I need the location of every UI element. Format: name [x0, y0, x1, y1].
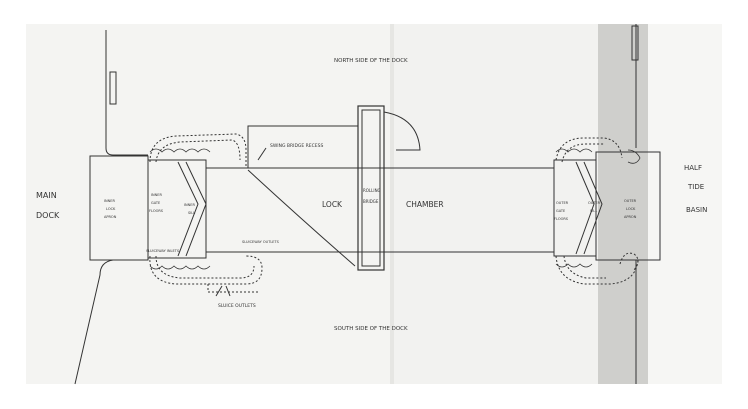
inner-gate-floors-label-2: GATE [151, 201, 160, 205]
outer-lock-apron-label-1: OUTER [624, 199, 637, 203]
outer-lock-apron-label-3: APRON [624, 215, 637, 219]
culvert-hatching [149, 148, 641, 270]
outer-sill-gate [575, 161, 595, 255]
paper-sheet [26, 24, 722, 384]
inner-lock-apron-label-1: INNER [104, 199, 115, 203]
inner-gate-floors-label-3: FLOORS [149, 209, 164, 213]
rolling-bridge-label-1: ROLLING [363, 188, 381, 193]
outer-sill-gate-2 [583, 161, 603, 255]
half-tide-label-1: HALF [684, 164, 702, 172]
sluice-outlets-leader [215, 285, 231, 297]
paper-fold [390, 24, 394, 384]
rolling-bridge-inner [361, 109, 381, 267]
outer-lock-apron-label-2: LOCK [626, 207, 636, 211]
north-side-label: NORTH SIDE OF THE DOCK [334, 58, 408, 64]
inner-lock-apron-label-3: APRON [104, 215, 117, 219]
paper-shadow-band [598, 24, 648, 384]
sluiceway-outlets-label: SLUICEWAY OUTLETS [242, 240, 280, 244]
swing-bridge-arc [247, 169, 356, 267]
south-side-label: SOUTH SIDE OF THE DOCK [334, 326, 408, 332]
inner-sill-gate [177, 161, 199, 257]
half-tide-label-2: TIDE [687, 183, 704, 191]
half-tide-ladder [631, 25, 639, 61]
main-dock-label-1: MAIN [36, 191, 57, 200]
swing-recess-leader [257, 147, 267, 161]
outer-sill-label-2: SILL [590, 209, 597, 213]
inner-sill-gate-2 [185, 161, 207, 257]
inner-lock-apron-label-2: LOCK [106, 207, 116, 211]
lock-label: LOCK [322, 200, 343, 209]
rolling-bridge-hinge [383, 111, 421, 151]
outer-gate-floors-label-1: OUTER [556, 201, 569, 205]
main-dock-wall-upper [105, 30, 148, 156]
rolling-bridge [357, 105, 385, 271]
inner-sill-label-1: INNER [184, 203, 195, 207]
sluiceway-inlets-label: SLUICEWAY INLETS [146, 249, 180, 253]
half-tide-label-3: BASIN [686, 206, 707, 214]
main-dock-ladder [109, 71, 117, 105]
rolling-bridge-label-2: BRIDGE [363, 199, 379, 204]
outer-gate-floors-label-3: FLOORS [554, 217, 569, 221]
inner-lock-apron [89, 155, 149, 261]
sluiceway-culverts [149, 133, 639, 293]
swing-bridge-recess-label: SWING BRIDGE RECESS [270, 143, 323, 149]
chamber-label: CHAMBER [406, 200, 444, 209]
main-dock-label-2: DOCK [36, 211, 60, 220]
outer-lock-apron [595, 151, 661, 261]
sluice-outlets-label: SLUICE OUTLETS [218, 303, 256, 309]
paper-left-panel [26, 24, 390, 384]
outer-gate-floors-label-2: GATE [556, 209, 565, 213]
inner-gate-floors-label-1: INNER [151, 193, 162, 197]
inner-sill-label-2: SILL [188, 211, 195, 215]
main-dock-wall-lower [74, 259, 148, 385]
outer-sill-label-1: OUTER [588, 201, 601, 205]
